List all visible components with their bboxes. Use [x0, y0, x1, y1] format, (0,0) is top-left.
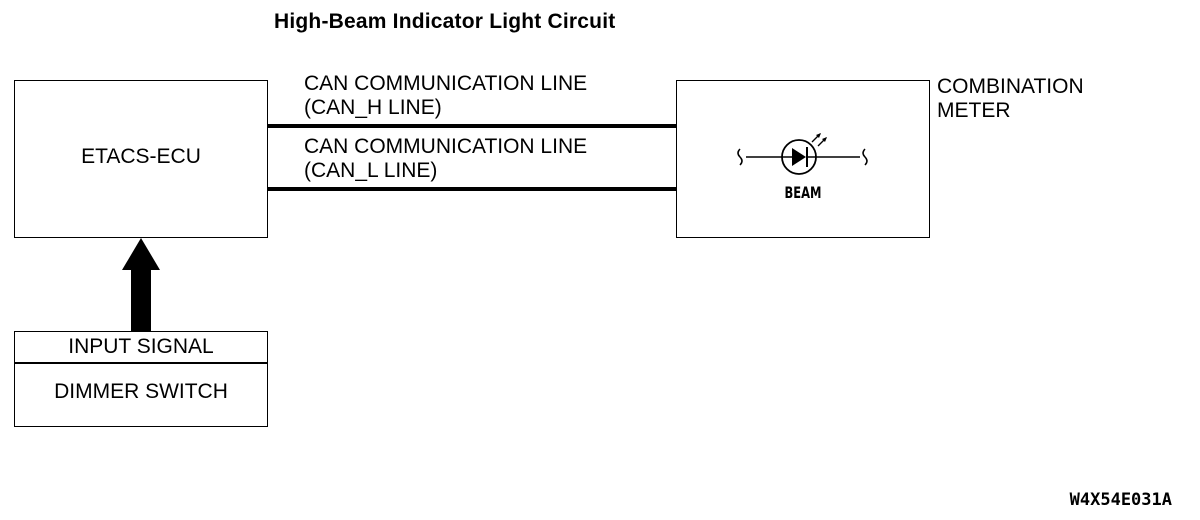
- can-l-label: CAN COMMUNICATION LINE (CAN_L LINE): [304, 135, 587, 183]
- input-signal-label: INPUT SIGNAL: [68, 335, 214, 358]
- dimmer-switch-block: [14, 331, 268, 427]
- switch-divider: [14, 362, 268, 364]
- combination-meter-label-line2: METER: [937, 99, 1011, 122]
- can-l-label-line2: (CAN_L LINE): [304, 159, 438, 182]
- up-arrow-icon: [122, 238, 160, 332]
- can-h-label: CAN COMMUNICATION LINE (CAN_H LINE): [304, 72, 587, 120]
- combination-meter-label-line1: COMBINATION: [937, 75, 1084, 98]
- ecu-label: ETACS-ECU: [81, 145, 201, 168]
- dimmer-switch-label: DIMMER SWITCH: [54, 380, 228, 403]
- can-l-line: [268, 187, 676, 191]
- can-h-label-line2: (CAN_H LINE): [304, 96, 442, 119]
- figure-code: W4X54E031A: [1069, 490, 1172, 510]
- combination-meter-label: COMBINATION METER: [937, 75, 1084, 123]
- diagram-title: High-Beam Indicator Light Circuit: [274, 10, 616, 33]
- ecu-block: [14, 80, 268, 238]
- can-h-line: [268, 124, 676, 128]
- can-h-label-line1: CAN COMMUNICATION LINE: [304, 72, 588, 95]
- led-indicator-icon: [737, 133, 868, 175]
- beam-label: BEAM: [784, 183, 822, 202]
- can-l-label-line1: CAN COMMUNICATION LINE: [304, 135, 588, 158]
